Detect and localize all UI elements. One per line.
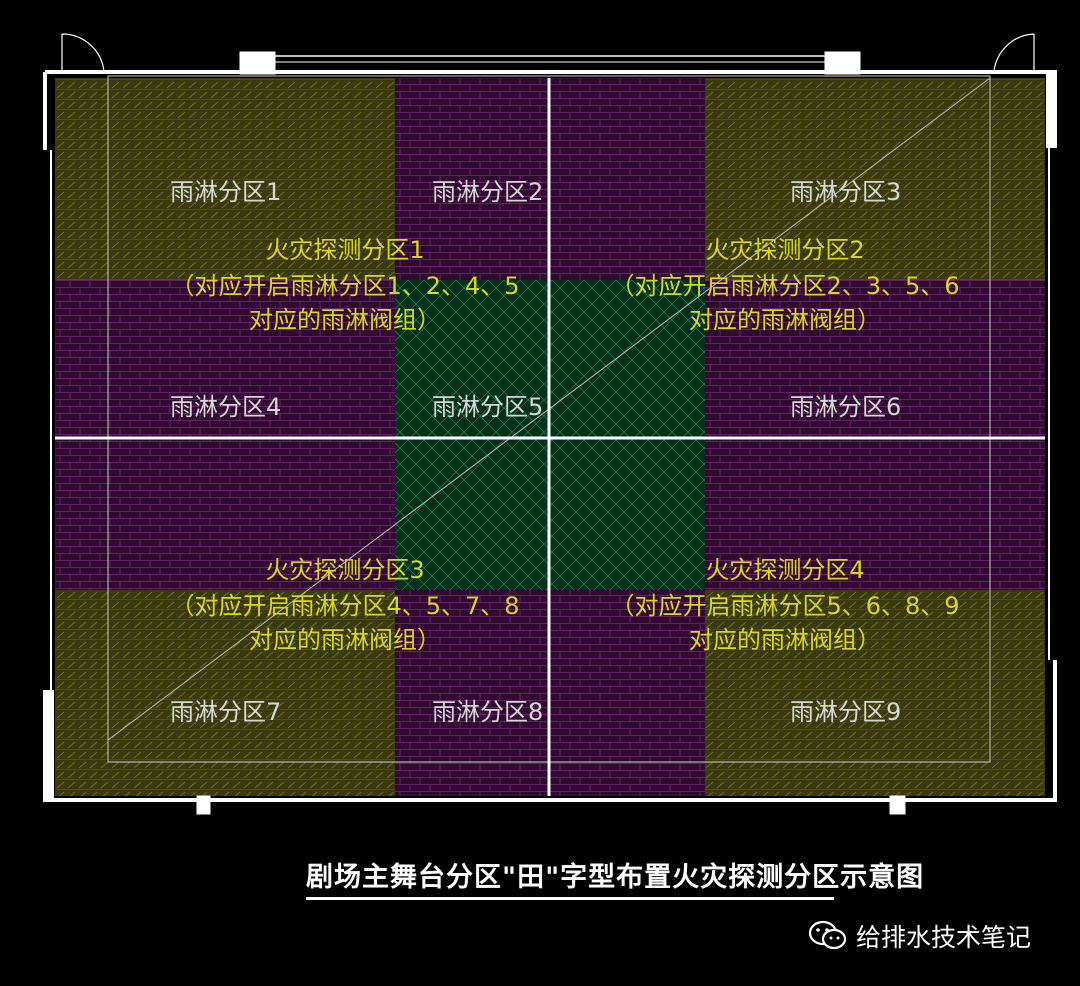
- sprinkler-zone-label-1: 雨淋分区1: [170, 178, 281, 206]
- zone-fill-4: [55, 280, 395, 590]
- sprinkler-zone-label-7: 雨淋分区7: [170, 698, 281, 726]
- detection-zone-2-name: 火灾探测分区2: [705, 236, 864, 264]
- detection-zone-1-line2: 对应的雨淋阀组）: [249, 306, 441, 334]
- detection-zone-2-line2: 对应的雨淋阀组）: [689, 306, 881, 334]
- sprinkler-zone-label-8: 雨淋分区8: [432, 698, 543, 726]
- detection-zone-3-name: 火灾探测分区3: [265, 556, 424, 584]
- sprinkler-zone-label-3: 雨淋分区3: [790, 178, 901, 206]
- column-top-right: [824, 51, 861, 75]
- detection-zone-3-line2: 对应的雨淋阀组）: [249, 626, 441, 654]
- sprinkler-zone-label-9: 雨淋分区9: [790, 698, 901, 726]
- detection-zone-4-name: 火灾探测分区4: [705, 556, 864, 584]
- sprinkler-zone-label-5: 雨淋分区5: [432, 393, 543, 421]
- column-bottom-left: [196, 795, 211, 815]
- column-right-top: [1046, 72, 1055, 148]
- detection-zone-3-line1: （对应开启雨淋分区4、5、7、8: [170, 592, 519, 620]
- door-left: [61, 33, 105, 73]
- watermark-text: 给排水技术笔记: [856, 923, 1032, 952]
- door-right: [993, 33, 1035, 73]
- sprinkler-zone-label-2: 雨淋分区2: [432, 178, 543, 206]
- watermark: 给排水技术笔记: [808, 918, 1031, 954]
- diagram-title: 剧场主舞台分区"田"字型布置火灾探测分区示意图: [306, 862, 925, 893]
- detection-zone-1-name: 火灾探测分区1: [265, 236, 424, 264]
- detection-zone-4-line2: 对应的雨淋阀组）: [689, 626, 881, 654]
- zone-fill-9: [705, 590, 1045, 796]
- zone-fill-1: [55, 78, 395, 280]
- sprinkler-zone-labels: 雨淋分区1 雨淋分区2 雨淋分区3 雨淋分区4 雨淋分区5 雨淋分区6 雨淋分区7 雨淋分区8…: [170, 178, 901, 726]
- walls: [43, 33, 1057, 815]
- title-underline: [306, 897, 834, 900]
- wechat-icon: [808, 920, 847, 950]
- column-top-left: [239, 51, 276, 75]
- detection-zone-1-line1: （对应开启雨淋分区1、2、4、5: [170, 272, 519, 300]
- zone-fill-7: [55, 590, 395, 796]
- zone-fill-3: [705, 78, 1045, 280]
- zone-fill-6: [705, 280, 1045, 590]
- sprinkler-zone-label-6: 雨淋分区6: [790, 393, 901, 421]
- detection-zone-4-line1: （对应开启雨淋分区5、6、8、9: [610, 592, 959, 620]
- sprinkler-zone-label-4: 雨淋分区4: [170, 393, 281, 421]
- column-left-mid: [45, 690, 54, 800]
- detection-zone-labels: 火灾探测分区1 （对应开启雨淋分区1、2、4、5 对应的雨淋阀组） 火灾探测分区2 （对…: [170, 236, 959, 654]
- column-bottom-right: [889, 795, 906, 815]
- detection-zone-2-line1: （对应开启雨淋分区2、3、5、6: [610, 272, 959, 300]
